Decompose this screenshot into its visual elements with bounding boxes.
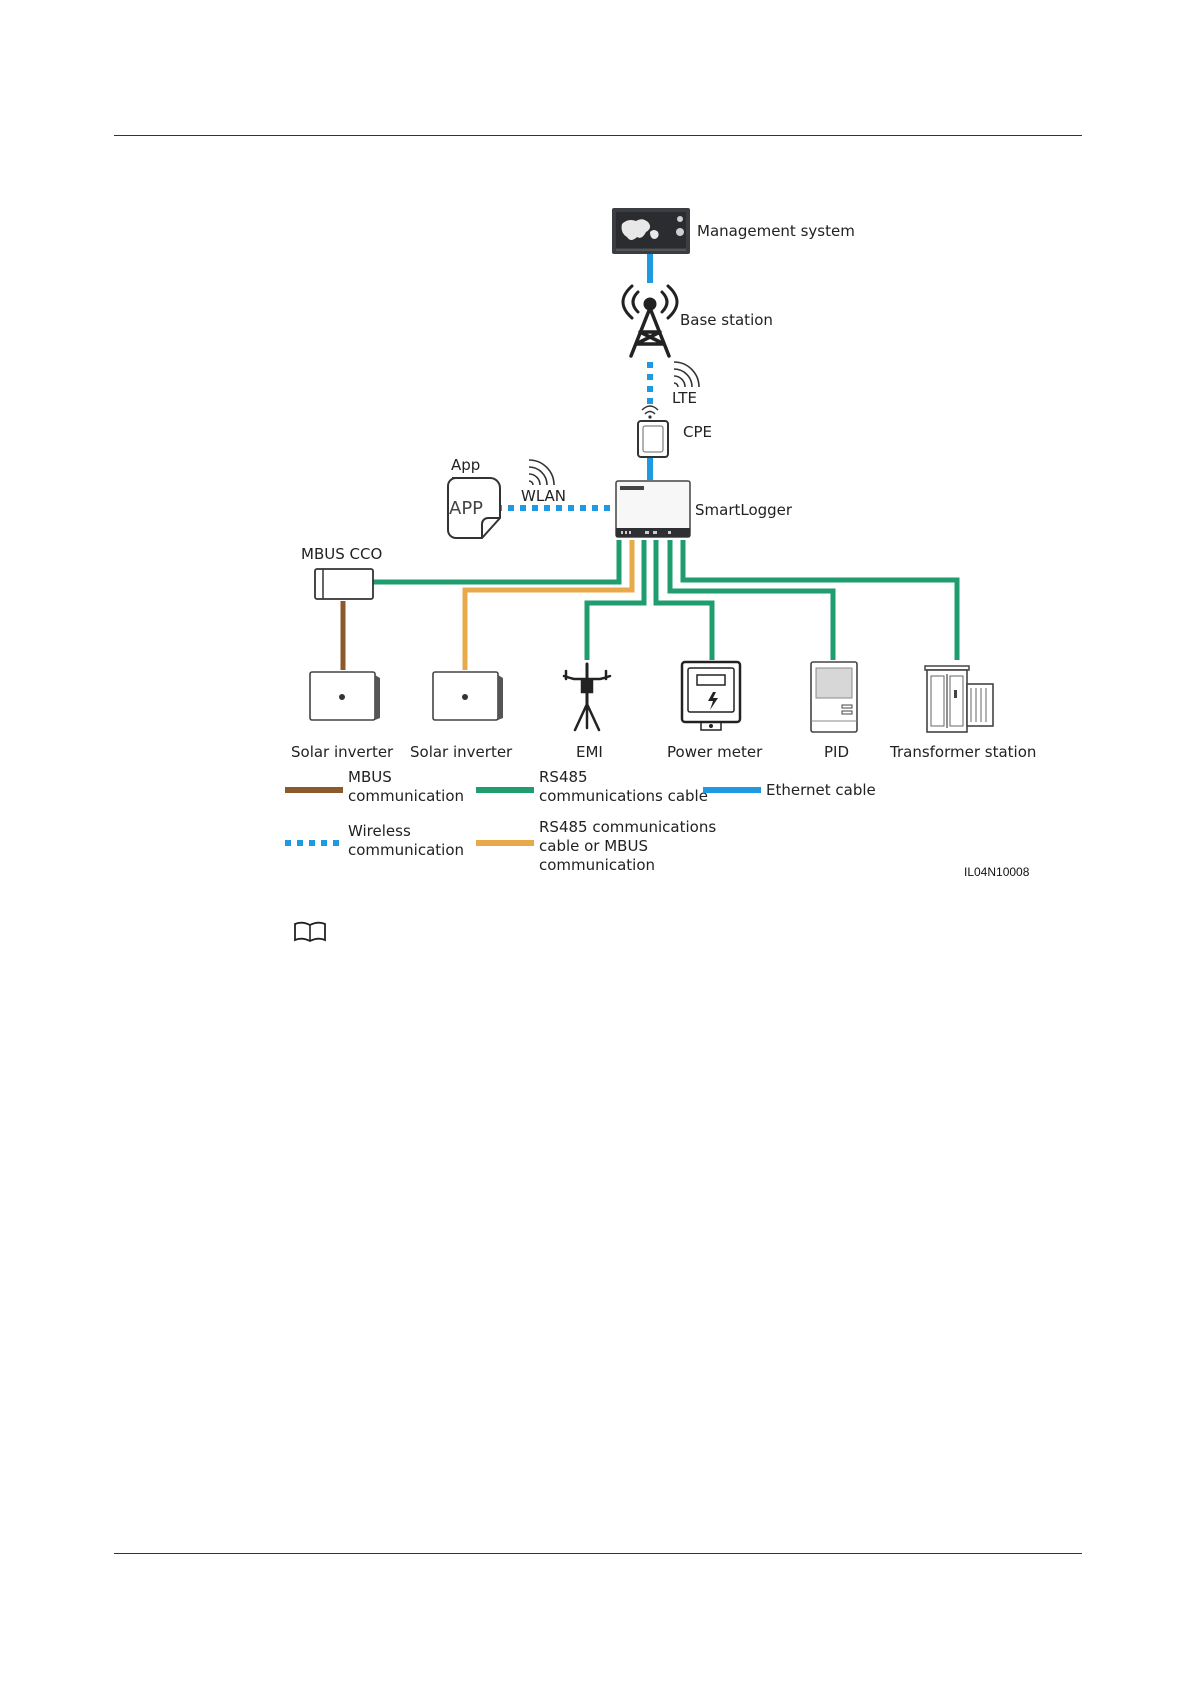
wlan-label: WLAN [521,487,566,505]
transformer-station: Transformer station [889,666,1036,761]
book-icon [293,920,327,944]
emi: EMI [564,664,610,761]
legend-wireless-line-1: Wireless [348,822,411,840]
figure-id: IL04N10008 [964,865,1030,879]
lte: LTE [672,362,699,407]
router-icon [638,406,668,457]
legend-mbus: MBUS communication [285,768,464,805]
rs485-link-emi [587,540,644,660]
management-system-label: Management system [697,222,855,240]
lte-label: LTE [672,389,697,407]
solar-inverter-1-label: Solar inverter [291,743,394,761]
solar-inverter-2-label: Solar inverter [410,743,513,761]
legend-rs485-line-1: RS485 [539,768,588,786]
weather-station-icon [564,664,610,730]
legend-wireless: Wireless communication [285,822,464,859]
power-meter-label: Power meter [667,743,763,761]
base-station-label: Base station [680,311,773,329]
wlan: WLAN [521,460,566,505]
connections [343,254,957,670]
mbus-cco-device-icon [315,569,373,599]
monitor-map-icon [612,208,690,254]
meter-icon [682,662,740,730]
legend-mbus-line-2: communication [348,787,464,805]
wifi-icon [674,362,699,387]
mbus-cco: MBUS CCO [301,545,382,599]
solar-inverter-1: Solar inverter [291,672,394,761]
inverter-icon [310,672,380,720]
legend-ethernet-line-1: Ethernet cable [766,781,876,799]
legend-rs485-or-mbus-line-3: communication [539,856,655,874]
app-label: App [451,456,480,474]
rs485-link-pid [670,540,833,660]
cpe-label: CPE [683,423,712,441]
smartlogger: SmartLogger [616,481,793,537]
rs485-link-mbus-cco [372,540,619,582]
legend-rs485: RS485 communications cable [476,768,708,805]
app: App APP [448,456,500,538]
wifi-icon [529,460,554,485]
rs485-link-transformer [683,540,957,660]
solar-inverter-2: Solar inverter [410,672,513,761]
app-icon-text: APP [449,498,483,519]
legend: MBUS communication RS485 communications … [285,768,876,874]
legend-rs485-or-mbus: RS485 communications cable or MBUS commu… [476,818,716,874]
tower-icon [623,286,677,356]
legend-rs485-or-mbus-line-1: RS485 communications [539,818,716,836]
legend-mbus-line-1: MBUS [348,768,392,786]
pid: PID [811,662,857,761]
transformer-station-label: Transformer station [889,743,1036,761]
legend-ethernet: Ethernet cable [703,781,876,799]
pid-label: PID [824,743,849,761]
legend-rs485-line-2: communications cable [539,787,708,805]
emi-label: EMI [576,743,603,761]
transformer-icon [925,666,993,732]
management-system: Management system [612,208,855,254]
mbus-cco-label: MBUS CCO [301,545,382,563]
smartlogger-label: SmartLogger [695,501,793,519]
cpe: CPE [638,406,712,457]
pid-icon [811,662,857,732]
base-station: Base station [623,286,773,356]
legend-wireless-line-2: communication [348,841,464,859]
app-file-icon: APP [448,478,500,538]
smartlogger-icon [616,481,690,537]
power-meter: Power meter [667,662,763,761]
legend-rs485-or-mbus-line-2: cable or MBUS [539,837,648,855]
inverter-icon [433,672,503,720]
